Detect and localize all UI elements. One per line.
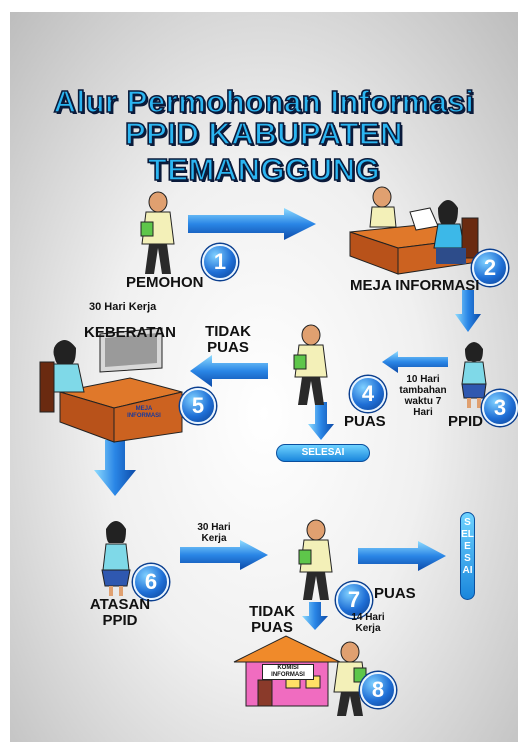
- person-step-4-icon: [293, 324, 328, 405]
- label-ppid: PPID: [448, 413, 484, 430]
- arrow-4-to-selesai: [308, 402, 334, 440]
- step-badge-5: 5: [180, 388, 216, 424]
- label-tidak-puas-2: TIDAK PUAS: [249, 603, 295, 636]
- desk-sign: MEJA INFORMASI: [127, 406, 161, 419]
- step-badge-7: 7: [336, 582, 372, 618]
- building-sign: KOMISI INFORMASI: [262, 664, 314, 680]
- label-meja-informasi: MEJA INFORMASI: [350, 277, 480, 294]
- note-keberatan-days: 30 Hari Kerja: [89, 301, 157, 313]
- meja-informasi-illustration: [349, 186, 479, 275]
- arrow-2-to-3: [455, 290, 481, 332]
- keberatan-desk-illustration: [39, 327, 183, 443]
- note-komisi-days: 14 Hari Kerja: [351, 612, 385, 634]
- step-badge-4: 4: [350, 376, 386, 412]
- title-line-1: Alur Permohonan Informasi: [53, 83, 475, 120]
- step-badge-1: 1: [202, 244, 238, 280]
- label-tidak-puas-1: TIDAK PUAS: [205, 323, 251, 356]
- flow-graphics: [39, 186, 487, 716]
- label-keberatan: KEBERATAN: [84, 324, 176, 341]
- arrow-7-to-selesai: [358, 541, 446, 571]
- note-ppid-days: 10 Hari tambahan waktu 7 Hari: [399, 374, 447, 418]
- arrow-7-to-8: [302, 602, 328, 630]
- label-puas-4: PUAS: [344, 413, 386, 430]
- arrow-3-to-4: [382, 351, 448, 373]
- note-atasan-days: 30 Hari Kerja: [197, 522, 231, 544]
- label-puas-7: PUAS: [374, 585, 416, 602]
- person-ppid-icon: [461, 342, 487, 408]
- step-badge-6: 6: [133, 564, 169, 600]
- arrow-5-to-6: [94, 440, 136, 496]
- step-badge-8: 8: [360, 672, 396, 708]
- label-pemohon: PEMOHON: [126, 274, 204, 291]
- step-badge-2: 2: [472, 250, 508, 286]
- title-line-2: PPID KABUPATEN TEMANGGUNG: [124, 115, 403, 188]
- poster: Alur Permohonan Informasi PPID KABUPATEN…: [10, 12, 518, 742]
- arrow-4-to-5: [190, 355, 268, 387]
- selesai-badge-2: SELESAI: [460, 512, 475, 600]
- arrow-1-to-2: [188, 208, 316, 240]
- person-pemohon-icon: [140, 191, 175, 274]
- komisi-informasi-building-icon: [233, 635, 341, 707]
- label-atasan-ppid: ATASAN PPID: [89, 596, 151, 629]
- person-step-7-icon: [298, 519, 333, 600]
- person-atasan-ppid-icon: [101, 521, 131, 596]
- selesai-badge-1: SELESAI: [276, 444, 370, 462]
- person-step-8-icon: [333, 641, 367, 716]
- step-badge-3: 3: [482, 390, 518, 426]
- arrow-6-to-7: [180, 540, 268, 570]
